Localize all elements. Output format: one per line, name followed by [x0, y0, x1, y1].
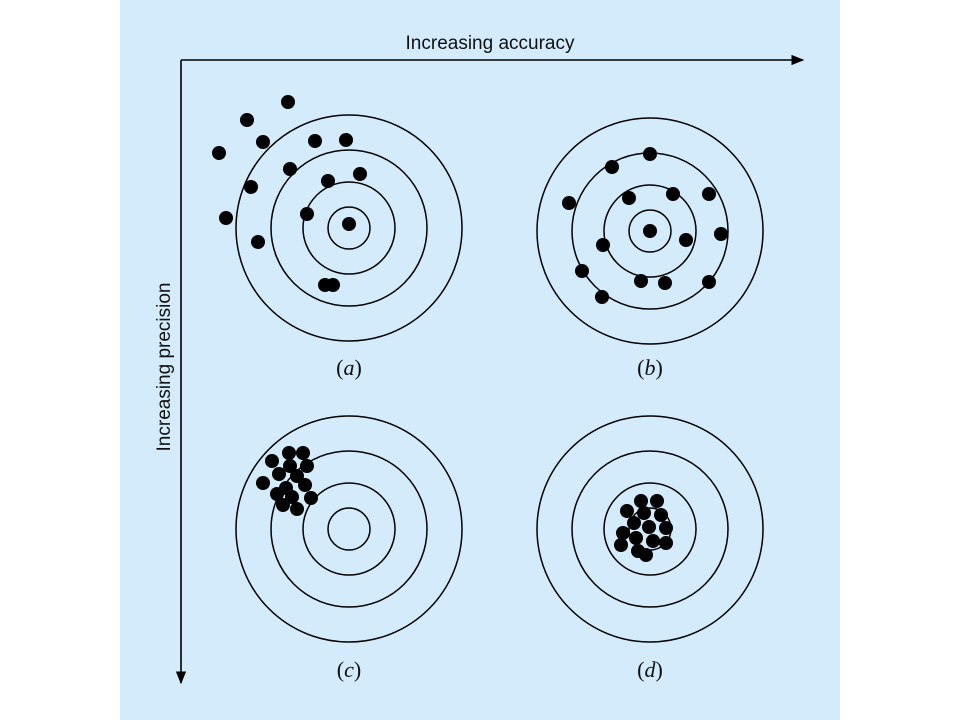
- shot-dot: [650, 494, 664, 508]
- shot-dot: [353, 167, 367, 181]
- shot-dot: [629, 531, 643, 545]
- shot-dot: [339, 133, 353, 147]
- shot-dot: [575, 264, 589, 278]
- shot-dot: [679, 233, 693, 247]
- y-axis-label: Increasing precision: [154, 283, 175, 452]
- shot-dot: [631, 544, 645, 558]
- shot-dot: [300, 207, 314, 221]
- shot-dot: [290, 502, 304, 516]
- shot-dot: [605, 160, 619, 174]
- shot-dot: [634, 274, 648, 288]
- caption-a: (a): [336, 355, 362, 380]
- target-rings: [536, 415, 764, 643]
- shot-group: [256, 446, 318, 516]
- target-b: (b): [536, 117, 764, 380]
- shot-dot: [714, 227, 728, 241]
- shot-dot: [308, 134, 322, 148]
- target-rings: [235, 415, 463, 643]
- shot-dot: [627, 516, 641, 530]
- x-axis-label: Increasing accuracy: [406, 33, 575, 54]
- shot-dot: [622, 191, 636, 205]
- shot-dot: [342, 217, 356, 231]
- shot-dot: [276, 498, 290, 512]
- shot-dot: [326, 278, 340, 292]
- target-d: (d): [536, 415, 764, 682]
- figure-panel: Increasing accuracy Increasing precision…: [120, 0, 840, 720]
- shot-dot: [702, 187, 716, 201]
- target-c: (c): [235, 415, 463, 682]
- shot-dot: [304, 491, 318, 505]
- shot-group: [212, 95, 367, 292]
- shot-dot: [212, 146, 226, 160]
- shot-dot: [296, 446, 310, 460]
- shot-dot: [240, 113, 254, 127]
- shot-dot: [620, 504, 634, 518]
- shot-dot: [659, 536, 673, 550]
- shot-dot: [251, 235, 265, 249]
- shot-group: [562, 147, 728, 304]
- shot-dot: [283, 162, 297, 176]
- shot-dot: [637, 506, 651, 520]
- shot-dot: [265, 454, 279, 468]
- caption-b: (b): [637, 355, 663, 380]
- shot-dot: [298, 478, 312, 492]
- shot-dot: [658, 276, 672, 290]
- shot-dot: [256, 476, 270, 490]
- shot-dot: [321, 174, 335, 188]
- shot-dot: [562, 196, 576, 210]
- shot-dot: [270, 487, 284, 501]
- shot-dot: [654, 508, 668, 522]
- shot-dot: [666, 187, 680, 201]
- shot-dot: [244, 180, 258, 194]
- shot-dot: [646, 534, 660, 548]
- shot-dot: [616, 526, 630, 540]
- shot-dot: [283, 459, 297, 473]
- caption-c: (c): [337, 657, 361, 682]
- caption-d: (d): [637, 657, 663, 682]
- shot-dot: [643, 224, 657, 238]
- shot-dot: [595, 290, 609, 304]
- target-a: (a): [212, 95, 463, 380]
- shot-dot: [659, 521, 673, 535]
- shot-dot: [643, 147, 657, 161]
- shot-dot: [281, 95, 295, 109]
- shot-dot: [285, 490, 299, 504]
- accuracy-precision-figure: Increasing accuracy Increasing precision…: [154, 33, 805, 685]
- shot-dot: [614, 538, 628, 552]
- shot-dot: [272, 467, 286, 481]
- shot-dot: [219, 211, 233, 225]
- shot-dot: [300, 459, 314, 473]
- shot-group: [614, 494, 673, 562]
- shot-dot: [702, 275, 716, 289]
- shot-dot: [596, 238, 610, 252]
- shot-dot: [642, 520, 656, 534]
- shot-dot: [290, 469, 304, 483]
- shot-dot: [282, 446, 296, 460]
- shot-dot: [634, 494, 648, 508]
- target-rings: [235, 114, 463, 342]
- shot-dot: [256, 135, 270, 149]
